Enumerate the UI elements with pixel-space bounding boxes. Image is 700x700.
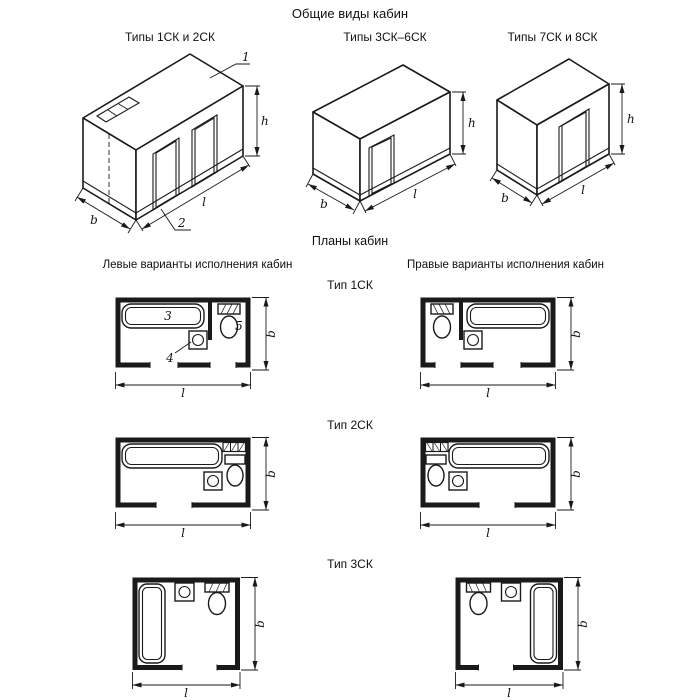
dimension-b: b (557, 297, 583, 371)
dimension-l: l (455, 672, 564, 698)
svg-text:l: l (581, 183, 585, 197)
svg-text:h: h (261, 114, 269, 128)
view3-caption: Типы 7СК и 8СК (507, 30, 598, 44)
isometric-view-3ck-6ck: h b l (305, 64, 476, 215)
base-plinth-line (312, 147, 451, 196)
callout-4-leader (174, 341, 192, 354)
dimension-l: l (135, 155, 251, 232)
svg-text:l: l (181, 526, 185, 540)
dimension-l: l (132, 672, 241, 698)
view2-caption: Типы 3СК–6СК (343, 30, 427, 44)
dimension-b: b (252, 437, 278, 511)
svg-text:l: l (184, 686, 188, 698)
svg-text:h: h (468, 116, 476, 130)
right-variants-header: Правые варианты исполнения кабин (407, 259, 604, 271)
svg-text:b: b (264, 470, 278, 478)
dimension-b: b (564, 577, 590, 671)
plan-type2-left: b l (108, 437, 278, 540)
isometric-view-1ck-2ck: 1 2 h b l (74, 50, 269, 234)
svg-text:b: b (253, 620, 267, 628)
plan-type1-right: b l (413, 297, 583, 400)
callout-3: 3 (164, 309, 172, 323)
svg-text:b: b (569, 330, 583, 338)
dimension-l: l (420, 372, 556, 400)
dimension-l: l (536, 153, 616, 207)
dimension-h: h (452, 91, 476, 155)
svg-text:l: l (181, 386, 185, 400)
callout-2: 2 (177, 216, 186, 230)
dimension-h: h (245, 85, 269, 157)
plans-title: Планы кабин (311, 234, 389, 248)
roof-vent-grille-icon (95, 96, 141, 123)
view1-caption: Типы 1СК и 2СК (125, 30, 215, 44)
dimension-l: l (115, 512, 251, 540)
svg-text:b: b (569, 470, 583, 478)
svg-text:b: b (264, 330, 278, 338)
svg-text:l: l (413, 187, 417, 201)
isometric-view-7ck-8ck: h b l (489, 58, 635, 207)
callout-4: 4 (165, 351, 174, 365)
row3-type-label: Тип 3СК (327, 557, 373, 571)
dimension-b: b (305, 173, 361, 215)
main-title: Общие виды кабин (291, 6, 409, 21)
plan-type3-right: b l (448, 577, 590, 698)
svg-text:l: l (486, 526, 490, 540)
dimension-h: h (611, 83, 635, 155)
dimension-l: l (420, 512, 556, 540)
dimension-l: l (115, 372, 251, 400)
svg-text:h: h (627, 112, 635, 126)
svg-text:b: b (576, 620, 590, 628)
svg-text:b: b (90, 213, 98, 227)
callout-1-leader (209, 63, 250, 79)
dimension-b: b (557, 437, 583, 511)
svg-text:b: b (501, 191, 509, 205)
callout-5: 5 (235, 319, 243, 333)
svg-text:l: l (202, 195, 206, 209)
dimension-b: b (489, 169, 538, 207)
svg-text:l: l (486, 386, 490, 400)
base-plinth-line (496, 147, 610, 190)
row1-type-label: Тип 1СК (327, 278, 373, 292)
left-variants-header: Левые варианты исполнения кабин (102, 259, 293, 271)
dimension-b: b (241, 577, 267, 671)
plan-type3-left: b l (125, 577, 267, 698)
svg-text:l: l (507, 686, 511, 698)
callout-1: 1 (242, 50, 250, 64)
row2-type-label: Тип 2СК (327, 418, 373, 432)
callout-2-leader (160, 208, 191, 231)
plan-type1-left: 3 4 5 b l (108, 297, 278, 400)
plan-type2-right: b l (413, 437, 583, 540)
svg-text:b: b (320, 197, 328, 211)
cabin-box (312, 64, 451, 202)
dimension-b: b (252, 297, 278, 371)
dimension-b: b (74, 187, 137, 234)
dimension-l: l (359, 153, 457, 214)
